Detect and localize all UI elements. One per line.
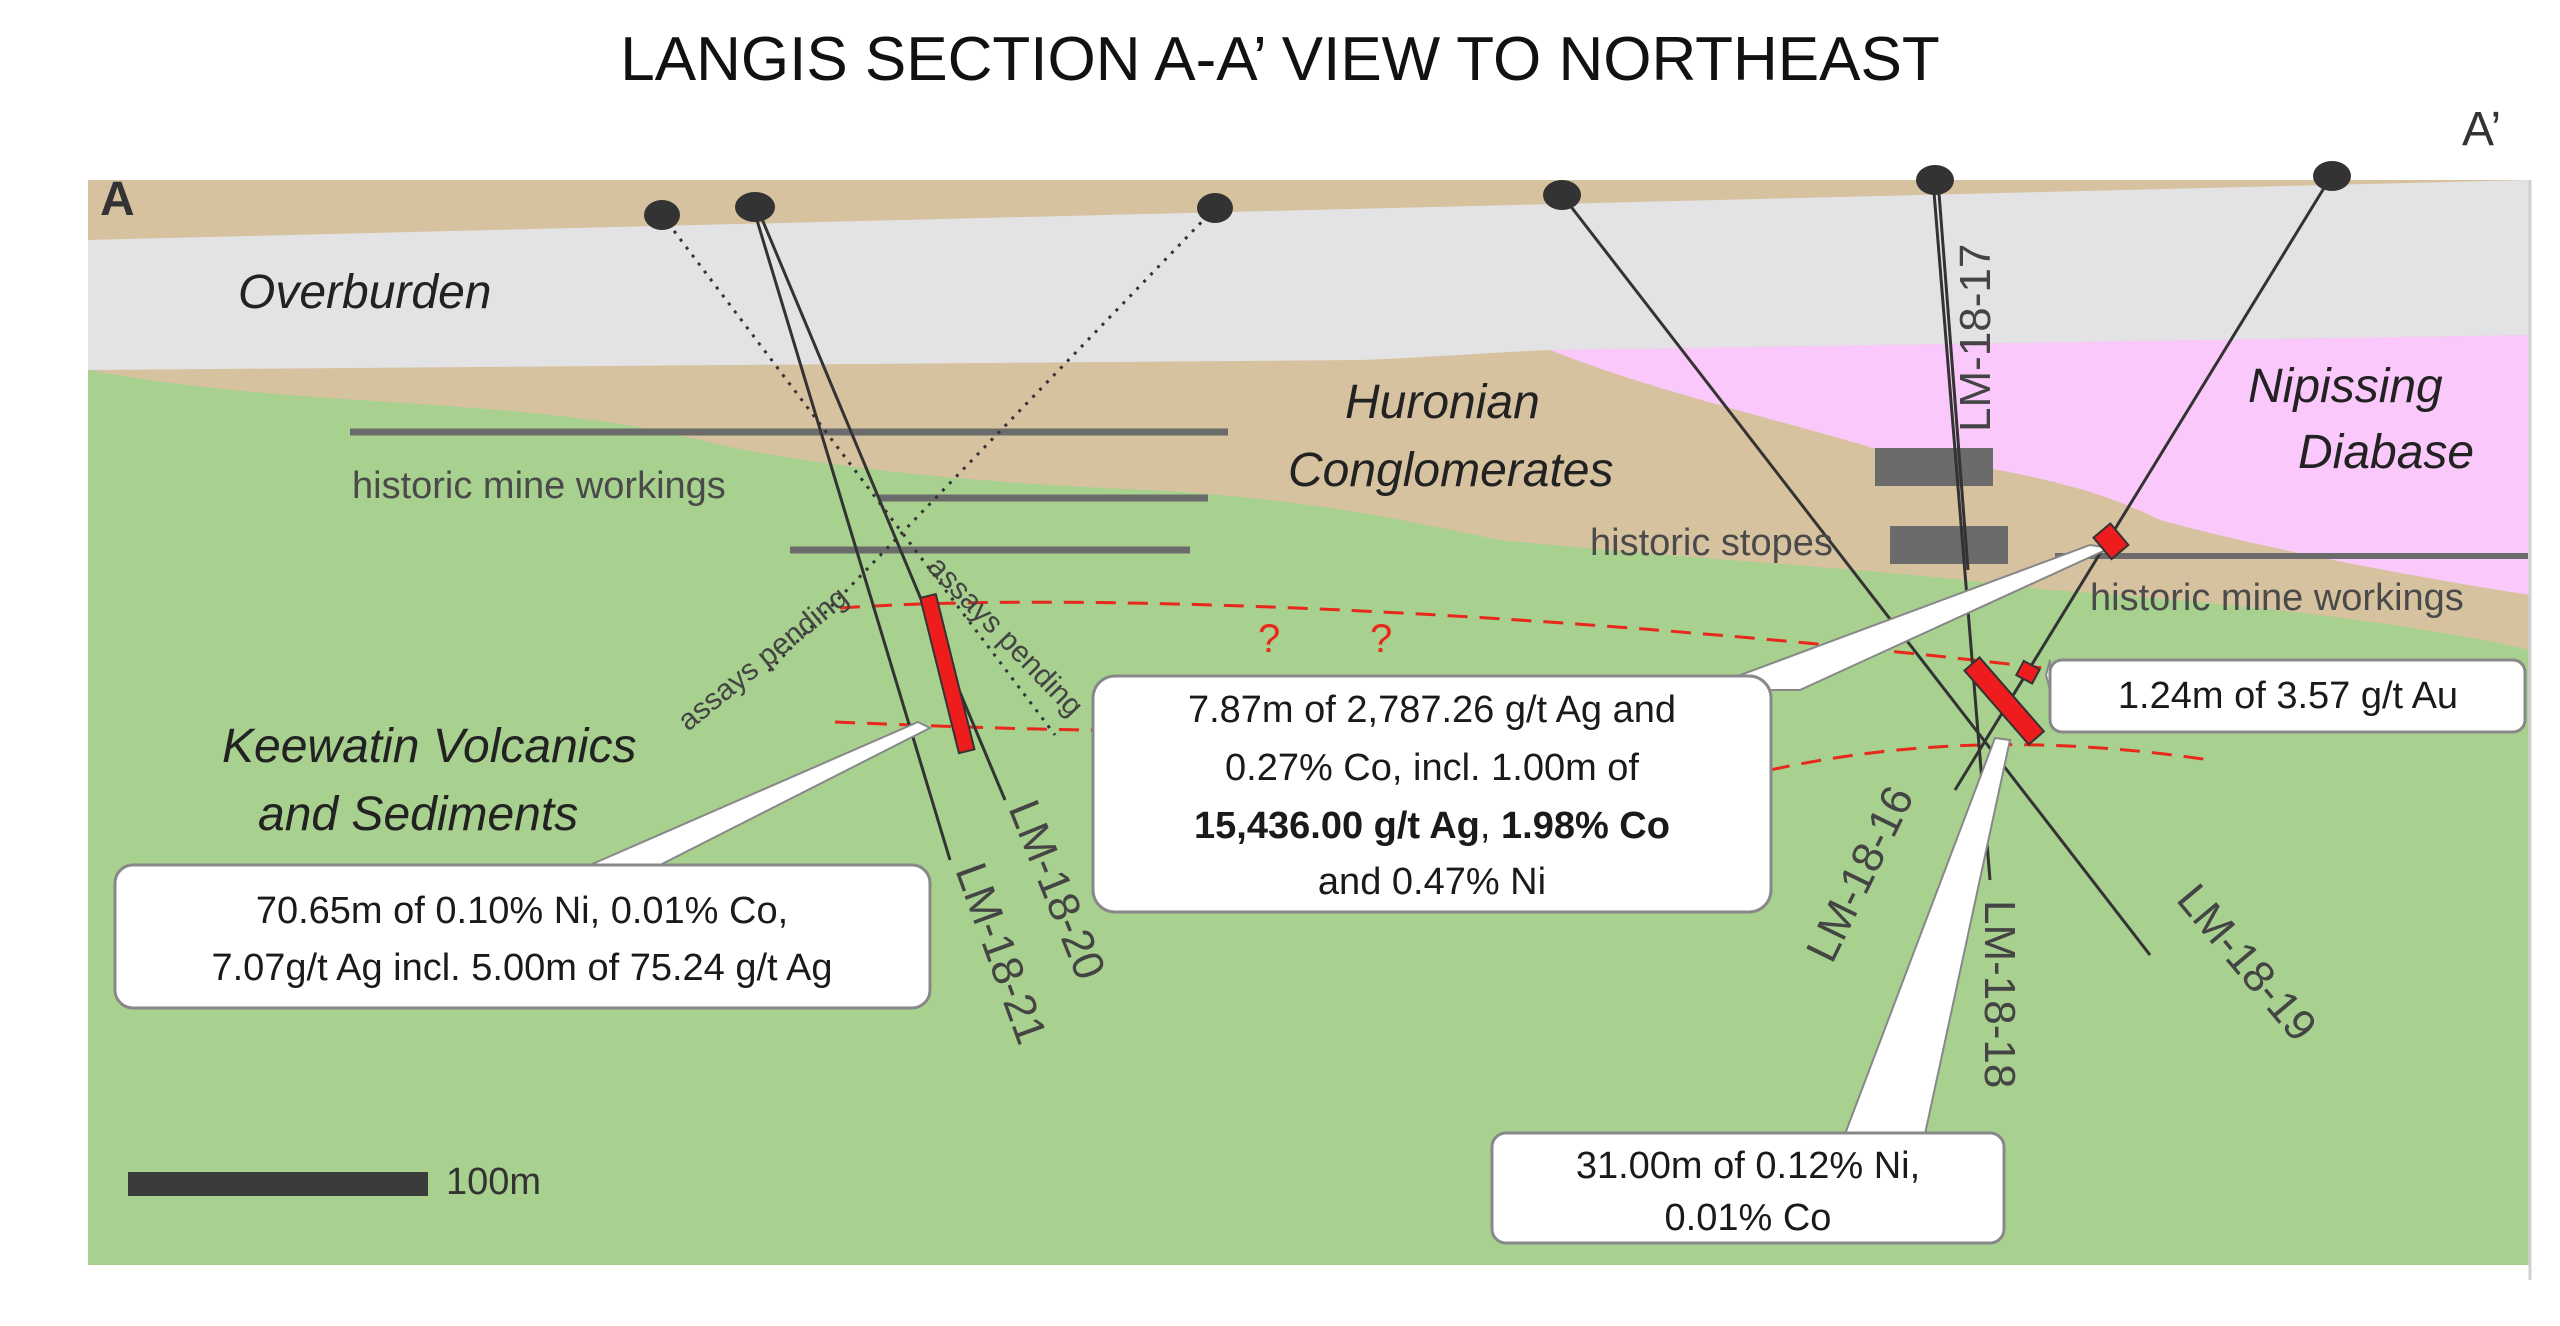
trace-lm-18-16 [1953,174,2334,791]
keewatin-label-2: and Sediments [258,788,578,841]
keewatin-label-1: Keewatin Volcanics [222,720,636,773]
historic-stope-upper [1875,448,1993,486]
callout-right-line-1: 1.24m of 3.57 g/t Au [2118,675,2458,717]
trace-lm-18-17 [1936,179,1970,571]
callout-bottom-line-1: 31.00m of 0.12% Ni, [1576,1145,1920,1187]
section-start-label: A [100,173,135,226]
callout-left-line-2: 7.07g/t Ag incl. 5.00m of 75.24 g/t Ag [211,947,832,989]
callout-center-line-2: 0.27% Co, incl. 1.00m of [1225,747,1639,789]
intercept-lm-18-20 [919,592,976,755]
collar-lm-18-20-21 [735,192,775,222]
callout-center-cobalt-grade: 1.98% Co [1501,805,1670,847]
callout-right: 1.24m of 3.57 g/t Au [2048,658,2527,734]
mineralized-intercepts [919,522,2130,755]
callout-bottom-line-2: 0.01% Co [1665,1197,1832,1239]
collar-lm-18-16 [2313,161,2351,191]
collar-lm-18-19 [1543,180,1581,210]
nipissing-label-2: Diabase [2298,426,2474,479]
drill-collars [644,161,2351,230]
trace-lm-18-21 [751,206,952,861]
callout-center-line-3: 15,436.00 g/t Ag, 1.98% Co [1194,805,1670,847]
callout-left: 70.65m of 0.10% Ni, 0.01% Co, 7.07g/t Ag… [113,863,932,1010]
nipissing-label-1: Nipissing [2248,360,2443,413]
huronian-label-1: Huronian [1345,376,1540,429]
overburden-label: Overburden [238,266,491,319]
callout-center-silver-grade: 15,436.00 g/t Ag [1194,805,1480,847]
callout-center-separator: , [1480,805,1501,847]
trace-lm-18-20 [755,206,1007,801]
collar-pending-1 [644,200,680,230]
callout-center: 7.87m of 2,787.26 g/t Ag and 0.27% Co, i… [1091,674,1773,914]
nipissing-diabase-layer [1550,335,2530,595]
callout-center-line-4: and 0.47% Ni [1318,861,1546,903]
historic-workings-left-label: historic mine workings [352,465,726,507]
callout-center-line-1: 7.87m of 2,787.26 g/t Ag and [1188,689,1676,731]
intercept-lm-18-19 [1963,656,2046,746]
drill-hole-label-lm-18-17: LM-18-17 [1951,244,2000,432]
historic-stope-lower [1890,526,2008,564]
trace-lm-18-19 [1560,194,2152,956]
intercept-lm-18-16-upper [2092,522,2130,561]
pending-drill-traces [660,206,1217,736]
trace-lm-18-18 [1931,179,1992,881]
overburden-layer [88,180,2530,370]
uncertain-marker-2: ? [1370,617,1392,661]
diagram-title: LANGIS SECTION A-A’ VIEW TO NORTHEAST [620,25,1939,94]
intercept-lm-18-16-lower [2014,659,2042,685]
huronian-label-2: Conglomerates [1288,444,1614,497]
historic-stopes-label: historic stopes [1590,522,1833,564]
scale-bar [128,1172,428,1196]
collar-lm-18-17-18 [1916,165,1954,195]
callout-bottom: 31.00m of 0.12% Ni, 0.01% Co [1490,1131,2006,1245]
scale-bar-label: 100m [446,1161,541,1203]
collar-pending-2 [1197,193,1233,223]
section-end-label: A’ [2462,103,2501,156]
callout-left-line-1: 70.65m of 0.10% Ni, 0.01% Co, [256,890,788,932]
fault-lines [834,600,2211,772]
drill-traces [751,174,2334,956]
historic-workings-right-label: historic mine workings [2090,577,2464,619]
drill-hole-label-lm-18-18: LM-18-18 [1975,900,2024,1088]
uncertain-marker-1: ? [1258,617,1280,661]
